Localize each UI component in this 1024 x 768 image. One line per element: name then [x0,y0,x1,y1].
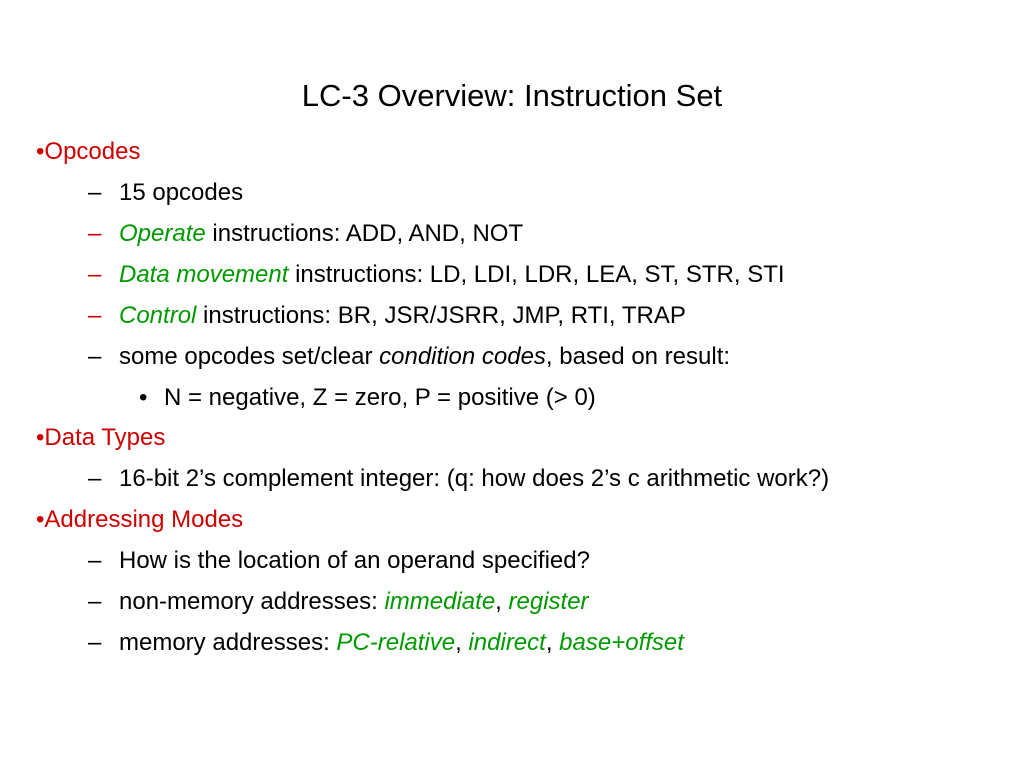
dash-marker: – [88,629,102,656]
item-text: instructions: LD, LDI, LDR, LEA, ST, STR… [288,261,785,288]
item-text: some opcodes set/clear [119,343,380,370]
section-heading-addressing-modes: •Addressing Modes [36,505,243,535]
term-register: register [508,588,589,615]
dash-marker: – [88,465,102,492]
dash-marker: – [88,220,102,247]
term-condition-codes: condition codes [379,343,546,370]
separator: , [455,629,469,656]
list-item: –some opcodes set/clear condition codes,… [88,342,730,372]
term-control: Control [119,302,197,329]
section-heading-data-types: •Data Types [36,423,165,453]
term-operate: Operate [119,220,206,247]
list-item: –15 opcodes [88,178,243,208]
list-item: –Control instructions: BR, JSR/JSRR, JMP… [88,301,686,331]
dash-marker: – [88,302,102,329]
dash-marker: – [88,261,102,288]
bullet-marker: • [36,506,45,533]
separator: , [545,629,560,656]
item-text: 15 opcodes [119,179,244,206]
term-indirect: indirect [468,629,546,656]
item-text: 16-bit 2’s complement integer: (q: how d… [119,465,830,492]
item-text: non-memory addresses: [119,588,385,615]
item-text: memory addresses: [119,629,337,656]
sub-list-item: • N = negative, Z = zero, P = positive (>… [139,383,596,413]
section-heading-label: Data Types [44,424,166,451]
bullet-marker: • [36,138,45,165]
list-item: –How is the location of an operand speci… [88,546,590,576]
section-heading-opcodes: •Opcodes [36,137,140,167]
slide-title: LC-3 Overview: Instruction Set [301,78,723,113]
term-pc-relative: PC-relative [336,629,456,656]
bullet-marker: • [36,424,45,451]
list-item: –16-bit 2’s complement integer: (q: how … [88,464,829,494]
item-text: , based on result: [545,343,731,370]
dash-marker: – [88,547,102,574]
bullet-marker: • [139,384,148,411]
list-item: –memory addresses: PC-relative, indirect… [88,628,684,658]
list-item: –non-memory addresses: immediate, regist… [88,587,589,617]
term-data-movement: Data movement [119,261,289,288]
item-text: instructions: ADD, AND, NOT [205,220,524,247]
dash-marker: – [88,343,102,370]
dash-marker: – [88,588,102,615]
list-item: –Operate instructions: ADD, AND, NOT [88,219,523,249]
item-text: N = negative, Z = zero, P = positive (> … [164,384,596,411]
term-base-offset: base+offset [559,629,684,656]
section-heading-label: Opcodes [44,138,141,165]
list-item: –Data movement instructions: LD, LDI, LD… [88,260,785,290]
item-text: How is the location of an operand specif… [119,547,590,574]
dash-marker: – [88,179,102,206]
term-immediate: immediate [384,588,496,615]
item-text: instructions: BR, JSR/JSRR, JMP, RTI, TR… [196,302,686,329]
separator: , [495,588,509,615]
section-heading-label: Addressing Modes [44,506,244,533]
